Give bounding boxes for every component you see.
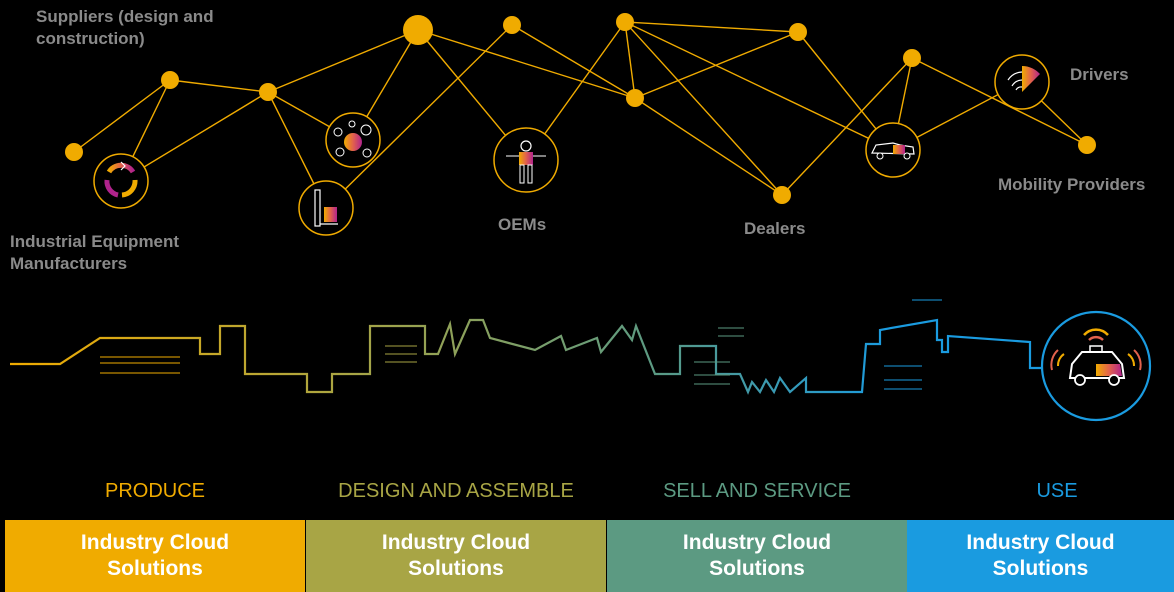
stage-title-use: USE bbox=[1036, 480, 1078, 502]
node bbox=[773, 186, 791, 204]
solution-box-label: Industry Cloud Solutions bbox=[80, 531, 230, 580]
node bbox=[789, 23, 807, 41]
node bbox=[626, 89, 644, 107]
node bbox=[161, 71, 179, 89]
industrial-equipment-label: Industrial Equipment Manufacturers bbox=[10, 232, 180, 273]
machine-icon bbox=[298, 180, 354, 236]
solution-box-produce: Industry Cloud Solutions bbox=[5, 520, 305, 592]
solution-box-sell-service: Industry Cloud Solutions bbox=[607, 520, 907, 592]
recycle-icon bbox=[93, 153, 149, 209]
stage-title-sell-service: SELL AND SERVICE bbox=[663, 480, 851, 502]
network-nodes bbox=[65, 13, 1096, 204]
connected-car-icon bbox=[1040, 310, 1152, 422]
skyline bbox=[10, 299, 1044, 395]
robot-icon bbox=[493, 127, 559, 193]
solution-box-use: Industry Cloud Solutions bbox=[907, 520, 1174, 592]
node bbox=[259, 83, 277, 101]
node bbox=[1078, 136, 1096, 154]
stage-title-produce: PRODUCE bbox=[104, 480, 205, 502]
node bbox=[65, 143, 83, 161]
mobility-providers-label: Mobility Providers bbox=[998, 175, 1146, 194]
signal-icon bbox=[994, 54, 1050, 110]
suppliers-label: Suppliers (design and construction) bbox=[36, 7, 214, 48]
network-icon bbox=[325, 112, 381, 168]
node bbox=[503, 16, 521, 34]
car-icon bbox=[865, 122, 921, 178]
node bbox=[903, 49, 921, 67]
stage-title-design-assemble: DESIGN AND ASSEMBLE bbox=[338, 480, 574, 502]
drivers-label: Drivers bbox=[1070, 65, 1129, 84]
solution-box-label: Industry Cloud Solutions bbox=[966, 531, 1115, 580]
oems-label: OEMs bbox=[498, 215, 547, 234]
node-large bbox=[403, 15, 433, 45]
dealers-label: Dealers bbox=[744, 219, 806, 238]
solution-box-label: Industry Cloud Solutions bbox=[682, 531, 832, 580]
node bbox=[616, 13, 634, 31]
solution-box-label: Industry Cloud Solutions bbox=[381, 531, 531, 580]
solution-box-design-assemble: Industry Cloud Solutions bbox=[306, 520, 606, 592]
